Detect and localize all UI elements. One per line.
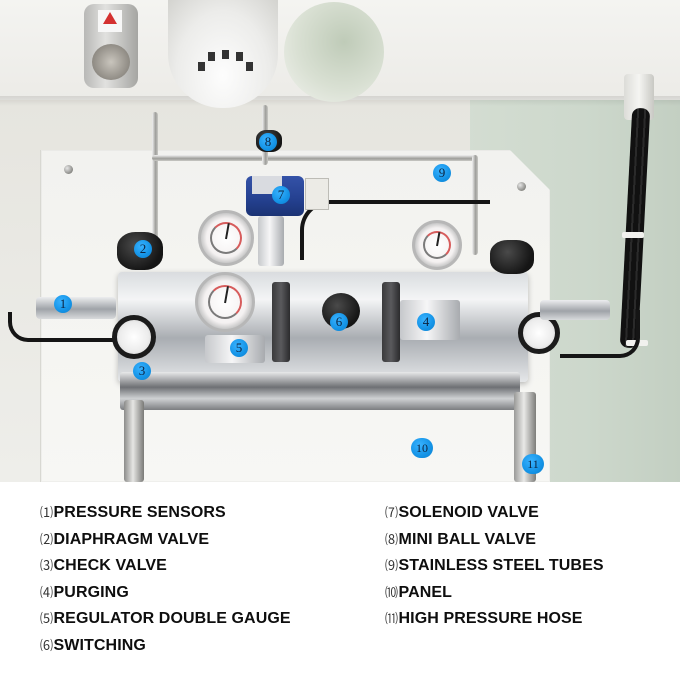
legend-label: DIAPHRAGM VALVE	[53, 530, 210, 548]
legend-item-check-valve: ⑶ CHECK VALVE	[40, 555, 291, 582]
sensor-cable	[560, 310, 640, 358]
mounting-rail	[120, 372, 520, 410]
legend-item-diaphragm-valve: ⑵ DIAPHRAGM VALVE	[40, 529, 291, 556]
legend-number: ⑾	[385, 611, 398, 626]
legend-number: ⑴	[40, 505, 53, 520]
legend-number: ⑹	[40, 637, 53, 653]
legend-number: ⑵	[40, 531, 53, 547]
cable-tie	[622, 232, 644, 238]
legend-label: MINI BALL VALVE	[398, 530, 537, 548]
legend-column-left: ⑴ PRESSURE SENSORS ⑵ DIAPHRAGM VALVE ⑶ C…	[40, 502, 291, 661]
legend-label: PRESSURE SENSORS	[53, 504, 226, 521]
pressure-gauge-lower-left	[195, 272, 255, 332]
high-pressure-hose-left	[124, 400, 144, 482]
manifold-clamp	[382, 282, 400, 362]
marker-3: 3	[133, 362, 151, 380]
legend-label: HIGH PRESSURE HOSE	[398, 610, 583, 627]
marker-10: 10	[411, 438, 433, 458]
legend-label: PURGING	[53, 583, 129, 601]
marker-9: 9	[433, 164, 451, 182]
pressure-sensor-left	[36, 297, 116, 319]
steel-tube	[152, 155, 477, 161]
legend-item-purging: ⑷ PURGING	[40, 582, 291, 609]
marker-8: 8	[259, 133, 277, 151]
marker-5: 5	[230, 339, 248, 357]
legend-number: ⑶	[40, 558, 53, 573]
legend-item-high-pressure-hose: ⑾ HIGH PRESSURE HOSE	[385, 608, 604, 635]
marker-11: 11	[522, 454, 544, 474]
legend-label: STAINLESS STEEL TUBES	[398, 557, 604, 574]
legend-number: ⑺	[385, 505, 398, 520]
legend-item-pressure-sensors: ⑴ PRESSURE SENSORS	[40, 502, 291, 529]
legend-item-panel: ⑽ PANEL	[385, 582, 604, 609]
legend-number: ⑸	[40, 611, 53, 626]
valve-body	[258, 216, 284, 266]
warning-triangle-icon	[103, 12, 117, 24]
legend-label: SWITCHING	[53, 636, 146, 654]
ceiling-duct-hole	[284, 2, 384, 102]
pressure-gauge-upper-left	[198, 210, 254, 266]
legend-label: SOLENOID VALVE	[398, 504, 539, 521]
steel-tube	[152, 112, 158, 242]
signal-cable	[300, 200, 490, 260]
diaphragm-valve-handle	[490, 240, 534, 274]
legend-label: REGULATOR DOUBLE GAUGE	[53, 610, 291, 627]
marker-7: 7	[272, 186, 290, 204]
legend-number: ⑻	[385, 531, 398, 547]
legend-item-regulator-double-gauge: ⑸ REGULATOR DOUBLE GAUGE	[40, 608, 291, 635]
manifold-clamp	[272, 282, 290, 362]
marker-1: 1	[54, 295, 72, 313]
purge-valve-knob	[112, 315, 156, 359]
pressure-gauge-right	[412, 220, 462, 270]
legend-label: PANEL	[398, 583, 453, 601]
equipment-photo: 1 2 3 4 5 6 7 8 9 10 11	[0, 0, 680, 482]
legend-item-switching: ⑹ SWITCHING	[40, 635, 291, 662]
marker-2: 2	[134, 240, 152, 258]
legend-number: ⑼	[385, 558, 398, 573]
legend-item-solenoid-valve: ⑺ SOLENOID VALVE	[385, 502, 604, 529]
panel-bolt	[517, 182, 526, 191]
smoke-detector	[168, 0, 278, 108]
legend-column-right: ⑺ SOLENOID VALVE ⑻ MINI BALL VALVE ⑼ STA…	[385, 502, 604, 635]
solenoid-connector	[305, 178, 329, 210]
legend-label: CHECK VALVE	[53, 557, 167, 574]
marker-6: 6	[330, 313, 348, 331]
legend-item-stainless-steel-tubes: ⑼ STAINLESS STEEL TUBES	[385, 555, 604, 582]
legend: ⑴ PRESSURE SENSORS ⑵ DIAPHRAGM VALVE ⑶ C…	[0, 482, 680, 680]
sensor-cable	[8, 312, 148, 342]
legend-number: ⑽	[385, 584, 398, 600]
panel-bolt	[64, 165, 73, 174]
legend-number: ⑷	[40, 584, 53, 600]
legend-item-mini-ball-valve: ⑻ MINI BALL VALVE	[385, 529, 604, 556]
manifold-block	[118, 272, 528, 382]
pressure-sensor-right	[540, 300, 610, 320]
marker-4: 4	[417, 313, 435, 331]
